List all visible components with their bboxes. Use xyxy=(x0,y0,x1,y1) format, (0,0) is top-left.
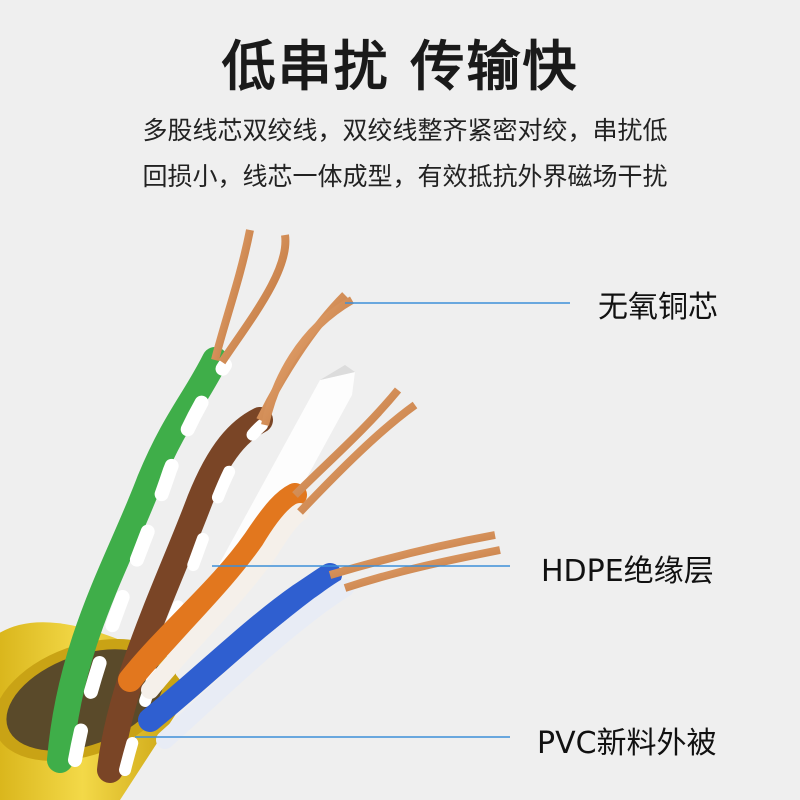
description: 多股线芯双绞线，双绞线整齐紧密对绞，串扰低 回损小，线芯一体成型，有效抵抗外界磁… xyxy=(60,108,750,200)
callout-hdpe-label: HDPE绝缘层 xyxy=(541,554,714,589)
callout-copper-label: 无氧铜芯 xyxy=(598,290,718,325)
green-pair xyxy=(47,229,290,773)
brown-pair xyxy=(97,292,355,783)
headline: 低串扰 传输快 xyxy=(221,35,579,98)
description-line-2: 回损小，线芯一体成型，有效抵抗外界磁场干扰 xyxy=(142,162,668,191)
callout-pvc-label: PVC新料外被 xyxy=(537,726,717,761)
orange-pair xyxy=(118,387,418,699)
description-line-1: 多股线芯双绞线，双绞线整齐紧密对绞，串扰低 xyxy=(142,116,668,145)
